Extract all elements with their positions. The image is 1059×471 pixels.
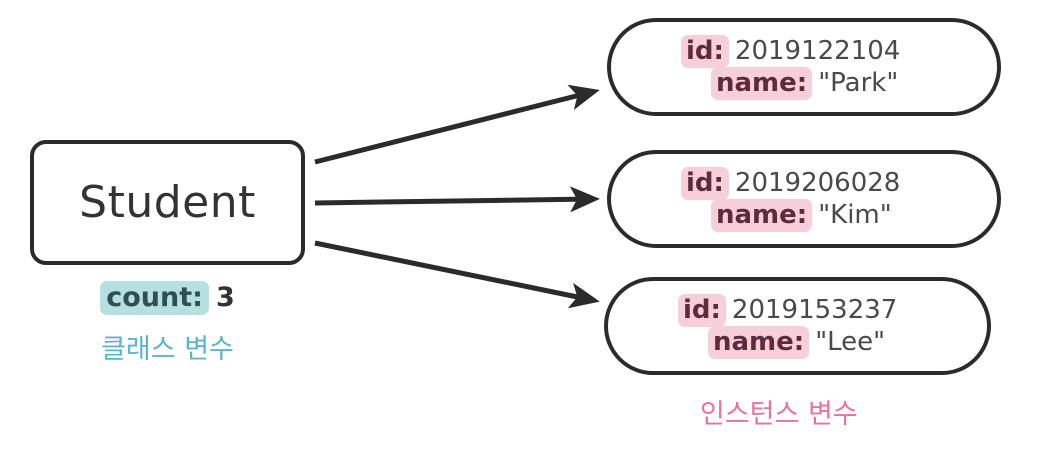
instance-1-name-line: name:"Park" xyxy=(637,67,971,100)
instance-3-id-key: id: xyxy=(678,293,726,327)
instance-1-name-key: name: xyxy=(711,67,813,100)
instance-box-2: id:2019206028 name:"Kim" xyxy=(607,150,1001,248)
instance-1-id-key: id: xyxy=(681,34,729,68)
instance-2-id-key: id: xyxy=(681,166,729,200)
instance-3-id-value: 2019153237 xyxy=(731,294,898,325)
arrow-to-instance-1 xyxy=(314,84,600,165)
instance-3-name-value: "Lee" xyxy=(815,327,886,357)
instance-box-1: id:2019122104 name:"Park" xyxy=(607,18,1001,116)
class-variable-count-line: count:3 xyxy=(30,281,305,315)
instance-1-name-value: "Park" xyxy=(818,68,899,98)
class-variable-group: count:3 클래스 변수 xyxy=(30,281,305,366)
instance-box-3: id:2019153237 name:"Lee" xyxy=(604,277,991,375)
class-variable-value: 3 xyxy=(215,282,235,313)
class-variable-caption: 클래스 변수 xyxy=(101,334,234,366)
instance-3-name-key: name: xyxy=(708,326,810,359)
arrow-to-instance-2 xyxy=(314,186,600,213)
instance-3-name-line: name:"Lee" xyxy=(634,326,961,359)
instance-variable-caption: 인스턴스 변수 xyxy=(700,399,858,430)
instance-3-id-line: id:2019153237 xyxy=(634,293,961,327)
instance-2-name-key: name: xyxy=(711,199,813,232)
instance-1-id-value: 2019122104 xyxy=(734,35,901,66)
instance-2-id-value: 2019206028 xyxy=(734,167,901,198)
class-box-student: Student xyxy=(30,140,305,265)
class-name-label: Student xyxy=(79,177,256,228)
class-variable-key: count: xyxy=(100,281,209,315)
instance-2-name-line: name:"Kim" xyxy=(637,199,971,232)
instance-1-id-line: id:2019122104 xyxy=(637,34,971,68)
instance-2-id-line: id:2019206028 xyxy=(637,166,971,200)
arrow-to-instance-3 xyxy=(314,240,600,309)
instance-2-name-value: "Kim" xyxy=(818,200,892,230)
